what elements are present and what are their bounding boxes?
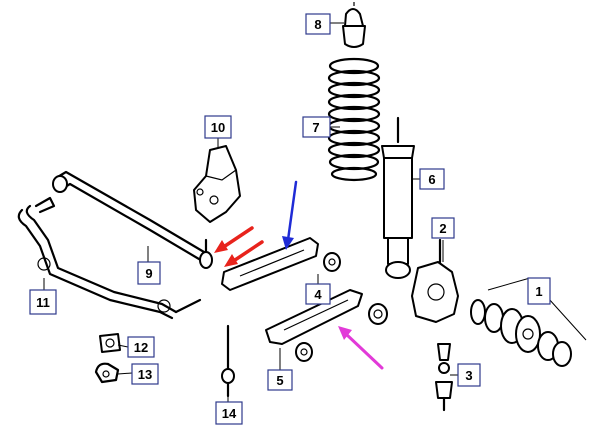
callout-2-label: 2 — [439, 221, 446, 236]
stabilizer-link — [221, 324, 235, 398]
magenta-arrow — [338, 326, 384, 370]
blue-arrow — [282, 180, 298, 250]
callout-5-label: 5 — [276, 373, 283, 388]
callout-14-label: 14 — [222, 406, 237, 421]
callout-3-label: 3 — [465, 368, 472, 383]
callout-6-label: 6 — [428, 172, 435, 187]
leader-lines — [43, 22, 587, 402]
stabilizer-bushing — [99, 333, 121, 353]
callout-13-label: 13 — [138, 367, 152, 382]
callout-12-label: 12 — [134, 340, 148, 355]
red-arrow-2 — [224, 240, 264, 267]
red-arrow-1 — [214, 226, 254, 253]
upper-control-arm — [221, 237, 341, 291]
callout-3: 3 — [457, 363, 481, 387]
callout-1: 1 — [527, 277, 551, 305]
callout-10-label: 10 — [211, 120, 225, 135]
callout-9: 9 — [137, 261, 161, 285]
callout-14: 14 — [215, 401, 243, 425]
callout-5: 5 — [267, 369, 293, 391]
callout-7-label: 7 — [312, 120, 319, 135]
stabilizer-clamp — [94, 362, 120, 384]
hub-bearing-assembly — [470, 299, 572, 367]
callout-7: 7 — [302, 116, 331, 138]
lower-control-arm — [265, 289, 388, 362]
callout-11-label: 11 — [36, 295, 50, 310]
coil-spring — [327, 57, 381, 182]
shock-absorber — [381, 116, 415, 279]
steering-knuckle — [411, 238, 459, 323]
bump-stop — [342, 2, 366, 48]
ball-joint — [435, 343, 453, 412]
callout-13: 13 — [131, 363, 159, 385]
callout-4: 4 — [305, 283, 331, 305]
callout-4-label: 4 — [314, 287, 322, 302]
stabilizer-bar — [17, 196, 202, 320]
callout-9-label: 9 — [145, 266, 152, 281]
track-bar — [52, 170, 213, 269]
callout-6: 6 — [419, 168, 445, 190]
callout-11: 11 — [29, 289, 57, 315]
callout-10: 10 — [204, 115, 232, 139]
callout-1-label: 1 — [535, 284, 542, 299]
callout-8-label: 8 — [314, 17, 321, 32]
callout-12: 12 — [127, 336, 155, 358]
callout-2: 2 — [431, 217, 455, 239]
callout-8: 8 — [305, 13, 331, 35]
axle-bracket — [193, 145, 241, 223]
